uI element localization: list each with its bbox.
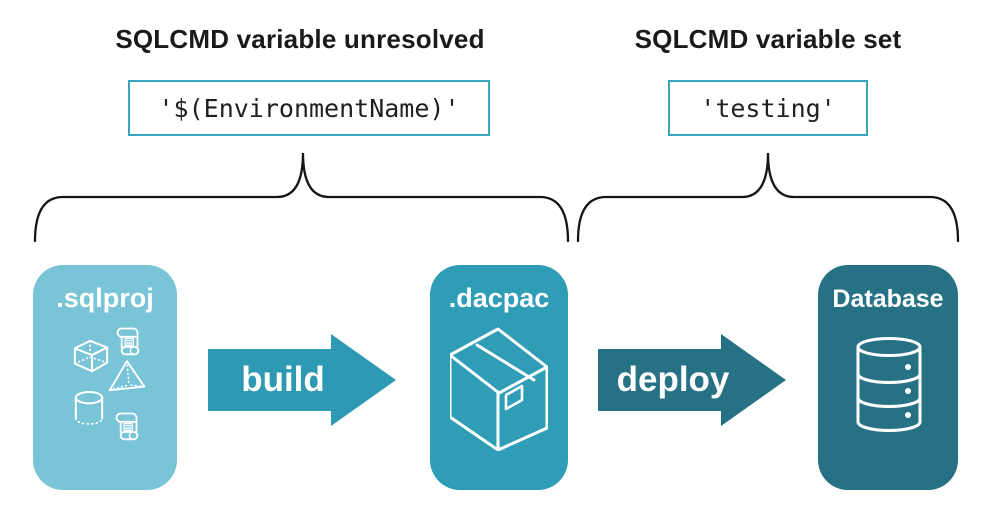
- left-brace: [33, 152, 570, 243]
- package-box-icon: [450, 327, 548, 451]
- deploy-arrow-shape: [598, 334, 786, 426]
- node-card-database: Database: [818, 265, 958, 490]
- node-label-database: Database: [832, 285, 944, 313]
- brace-overlay: [33, 152, 960, 243]
- scroll-icon: [115, 412, 139, 441]
- deploy-arrow-label: deploy: [616, 360, 730, 399]
- node-label-sqlproj: .sqlproj: [56, 283, 154, 313]
- scroll-icon: [116, 327, 140, 356]
- right-brace: [576, 152, 960, 243]
- heading-sqlcmd-unresolved: SQLCMD variable unresolved: [115, 24, 485, 54]
- build-arrow-label: build: [241, 360, 325, 399]
- build-arrow-shape: [208, 334, 396, 426]
- build-arrow: build: [208, 332, 398, 428]
- cube-icon: [73, 339, 109, 373]
- database-cylinder-icon: [856, 337, 922, 432]
- cylinder-icon: [74, 390, 104, 425]
- node-label-dacpac: .dacpac: [448, 283, 550, 313]
- code-box-testing: 'testing': [668, 80, 868, 136]
- node-card-dacpac: .dacpac: [430, 265, 568, 490]
- pyramid-icon: [108, 360, 146, 392]
- heading-sqlcmd-set: SQLCMD variable set: [634, 24, 902, 54]
- code-value-environment-name: '$(EnvironmentName)': [158, 93, 460, 123]
- code-box-environment-name: '$(EnvironmentName)': [128, 80, 490, 136]
- code-value-testing: 'testing': [700, 93, 836, 123]
- node-card-sqlproj: .sqlproj: [33, 265, 177, 490]
- deploy-arrow: deploy: [598, 332, 788, 428]
